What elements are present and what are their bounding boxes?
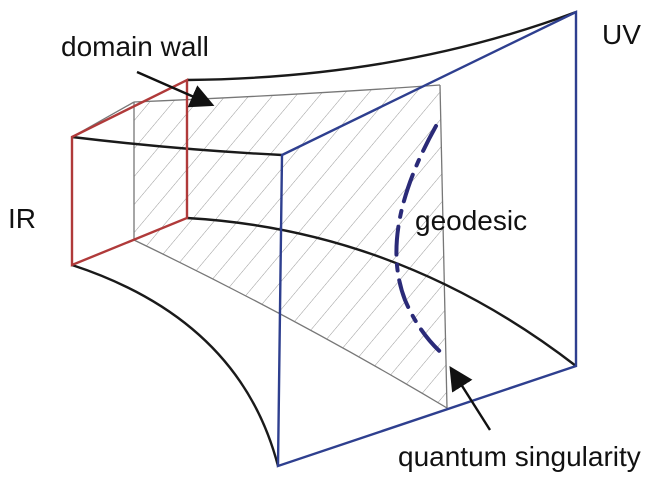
upper-back-surface-curve — [186, 10, 577, 82]
domain-wall-surface — [134, 85, 447, 408]
uv-frame — [276, 10, 578, 468]
domain-wall-label: domain wall — [61, 31, 209, 62]
ir-frame — [70, 78, 189, 267]
quantum-singularity-label: quantum singularity — [398, 441, 641, 472]
ir-label: IR — [8, 203, 36, 234]
geodesic-curve — [394, 124, 447, 358]
middle-surface-curve — [71, 135, 283, 157]
domain-wall-right-edge — [439, 84, 448, 409]
lower-surface-curve — [186, 216, 577, 367]
domain-wall-bottom-edge — [133, 239, 448, 409]
surface-curves — [71, 10, 577, 467]
domain-wall-arrow — [136, 70, 215, 108]
quantum-singularity-arrow — [449, 365, 492, 431]
geodesic-label: geodesic — [415, 205, 527, 236]
bottom-front-surface-curve — [71, 263, 280, 467]
uv-label: UV — [602, 19, 641, 50]
domain-wall-top-edge — [133, 84, 441, 103]
